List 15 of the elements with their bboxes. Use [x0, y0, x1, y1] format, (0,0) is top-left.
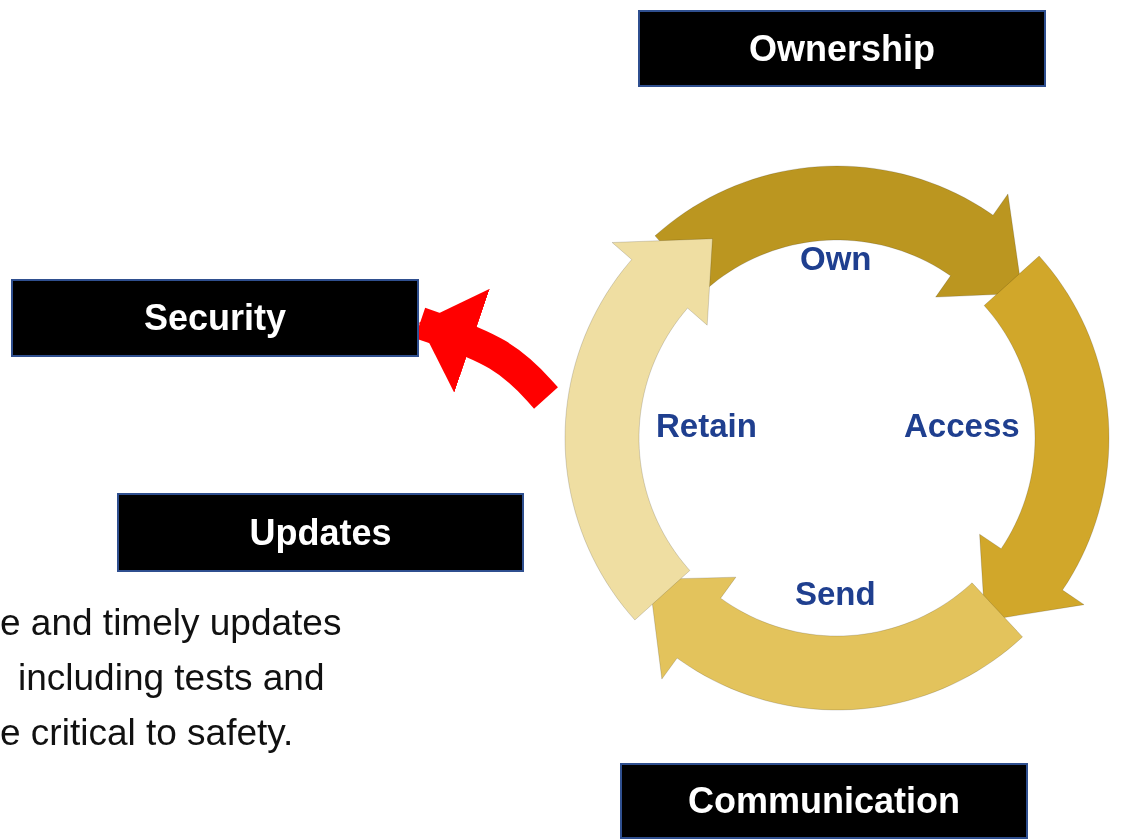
body-text: e critical to safety. — [0, 712, 294, 754]
label-box — [620, 763, 1028, 839]
cycle-step-label: Retain — [656, 407, 757, 445]
cycle-step-label: Own — [800, 240, 872, 278]
label-box — [11, 279, 419, 357]
box-title: Updates — [249, 511, 392, 554]
box-title: Ownership — [749, 27, 935, 70]
cycle-step-label: Access — [904, 407, 1020, 445]
body-text: e and timely updates — [0, 602, 342, 644]
cycle-step-label: Send — [795, 575, 876, 613]
box-title: Security — [143, 297, 287, 339]
label-box — [117, 493, 524, 572]
label-box — [638, 10, 1046, 87]
body-text: including tests and — [18, 657, 325, 699]
box-title: Communication — [688, 780, 960, 822]
